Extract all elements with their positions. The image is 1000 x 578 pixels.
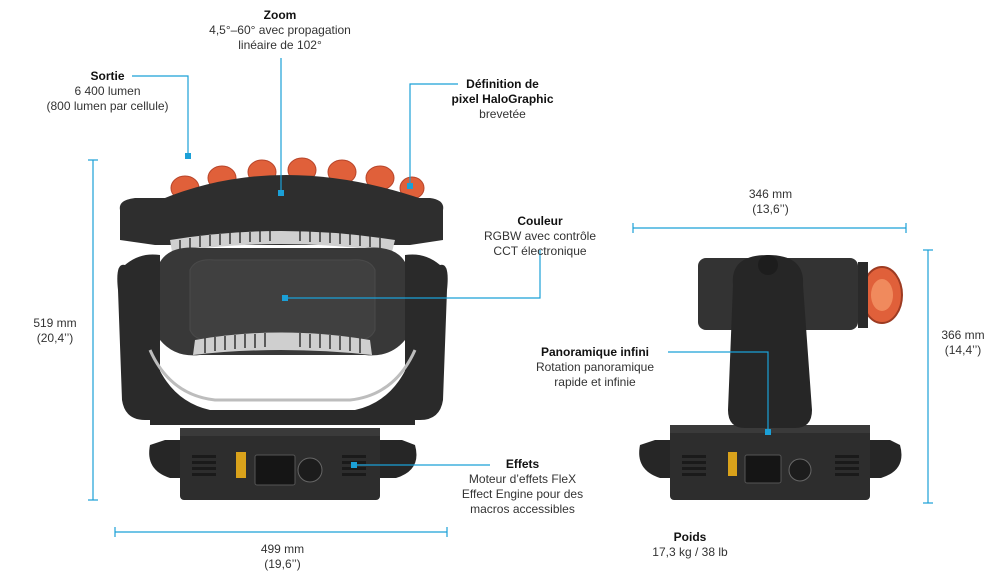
side-view-fixture-image (639, 255, 903, 500)
callout-sortie: Sortie 6 400 lumen (800 lumen par cellul… (30, 69, 185, 114)
dimension-depth-side-in: (13,6’’) (752, 202, 789, 216)
callout-leaders (132, 58, 769, 466)
dimension-depth-side: 346 mm (13,6’’) (733, 187, 808, 217)
dimension-height-side: 366 mm (14,4’’) (928, 328, 998, 358)
callout-poids: Poids 17,3 kg / 38 lb (625, 530, 755, 560)
callout-zoom-title: Zoom (263, 8, 297, 22)
callout-panoramique: Panoramique infini Rotation panoramique … (520, 345, 670, 390)
callout-poids-line-1: 17,3 kg / 38 lb (652, 545, 728, 559)
callout-sortie-line-2: (800 lumen par cellule) (46, 99, 169, 113)
callout-sortie-title: Sortie (90, 69, 125, 83)
callout-couleur-line-2: CCT électronique (493, 244, 587, 258)
callout-couleur-line-1: RGBW avec contrôle (483, 229, 597, 243)
dimension-height-front: 519 mm (20,4’’) (20, 316, 90, 346)
callout-effets-line-3: macros accessibles (470, 502, 575, 516)
callout-effets-line-1: Moteur d’effets FleX (468, 472, 577, 486)
callout-couleur-title: Couleur (517, 214, 563, 228)
callout-zoom-line-1: 4,5°–60° avec propagation (209, 23, 351, 37)
callout-definition-line-1: brevetée (479, 107, 526, 121)
callout-sortie-line-1: 6 400 lumen (74, 84, 141, 98)
callout-definition-title-2: pixel HaloGraphic (451, 92, 554, 106)
callout-effets-title: Effets (505, 457, 540, 471)
callout-couleur: Couleur RGBW avec contrôle CCT électroni… (465, 214, 615, 259)
front-view-fixture-image (117, 157, 448, 500)
dimension-width-front: 499 mm (19,6’’) (245, 542, 320, 572)
dimension-width-front-in: (19,6’’) (264, 557, 301, 571)
callout-panoramique-line-2: rapide et infinie (554, 375, 636, 389)
callout-zoom: Zoom 4,5°–60° avec propagation linéaire … (195, 8, 365, 53)
callout-panoramique-line-1: Rotation panoramique (535, 360, 655, 374)
callout-dots (185, 153, 771, 468)
dimension-height-side-mm: 366 mm (941, 328, 985, 342)
callout-zoom-line-2: linéaire de 102° (238, 38, 322, 52)
dimension-height-front-mm: 519 mm (33, 316, 77, 330)
callout-panoramique-title: Panoramique infini (540, 345, 649, 359)
callout-poids-title: Poids (673, 530, 707, 544)
dimension-width-front-mm: 499 mm (260, 542, 305, 556)
callout-definition: Définition de pixel HaloGraphic brevetée (430, 77, 575, 122)
callout-effets-line-2: Effect Engine pour des (461, 487, 584, 501)
callout-effets: Effets Moteur d’effets FleX Effect Engin… (445, 457, 600, 517)
dimension-lines (88, 159, 933, 537)
dimension-depth-side-mm: 346 mm (748, 187, 793, 201)
dimension-height-side-in: (14,4’’) (944, 343, 982, 357)
dimension-height-front-in: (20,4’’) (36, 331, 74, 345)
callout-definition-title-1: Définition de (466, 77, 539, 91)
